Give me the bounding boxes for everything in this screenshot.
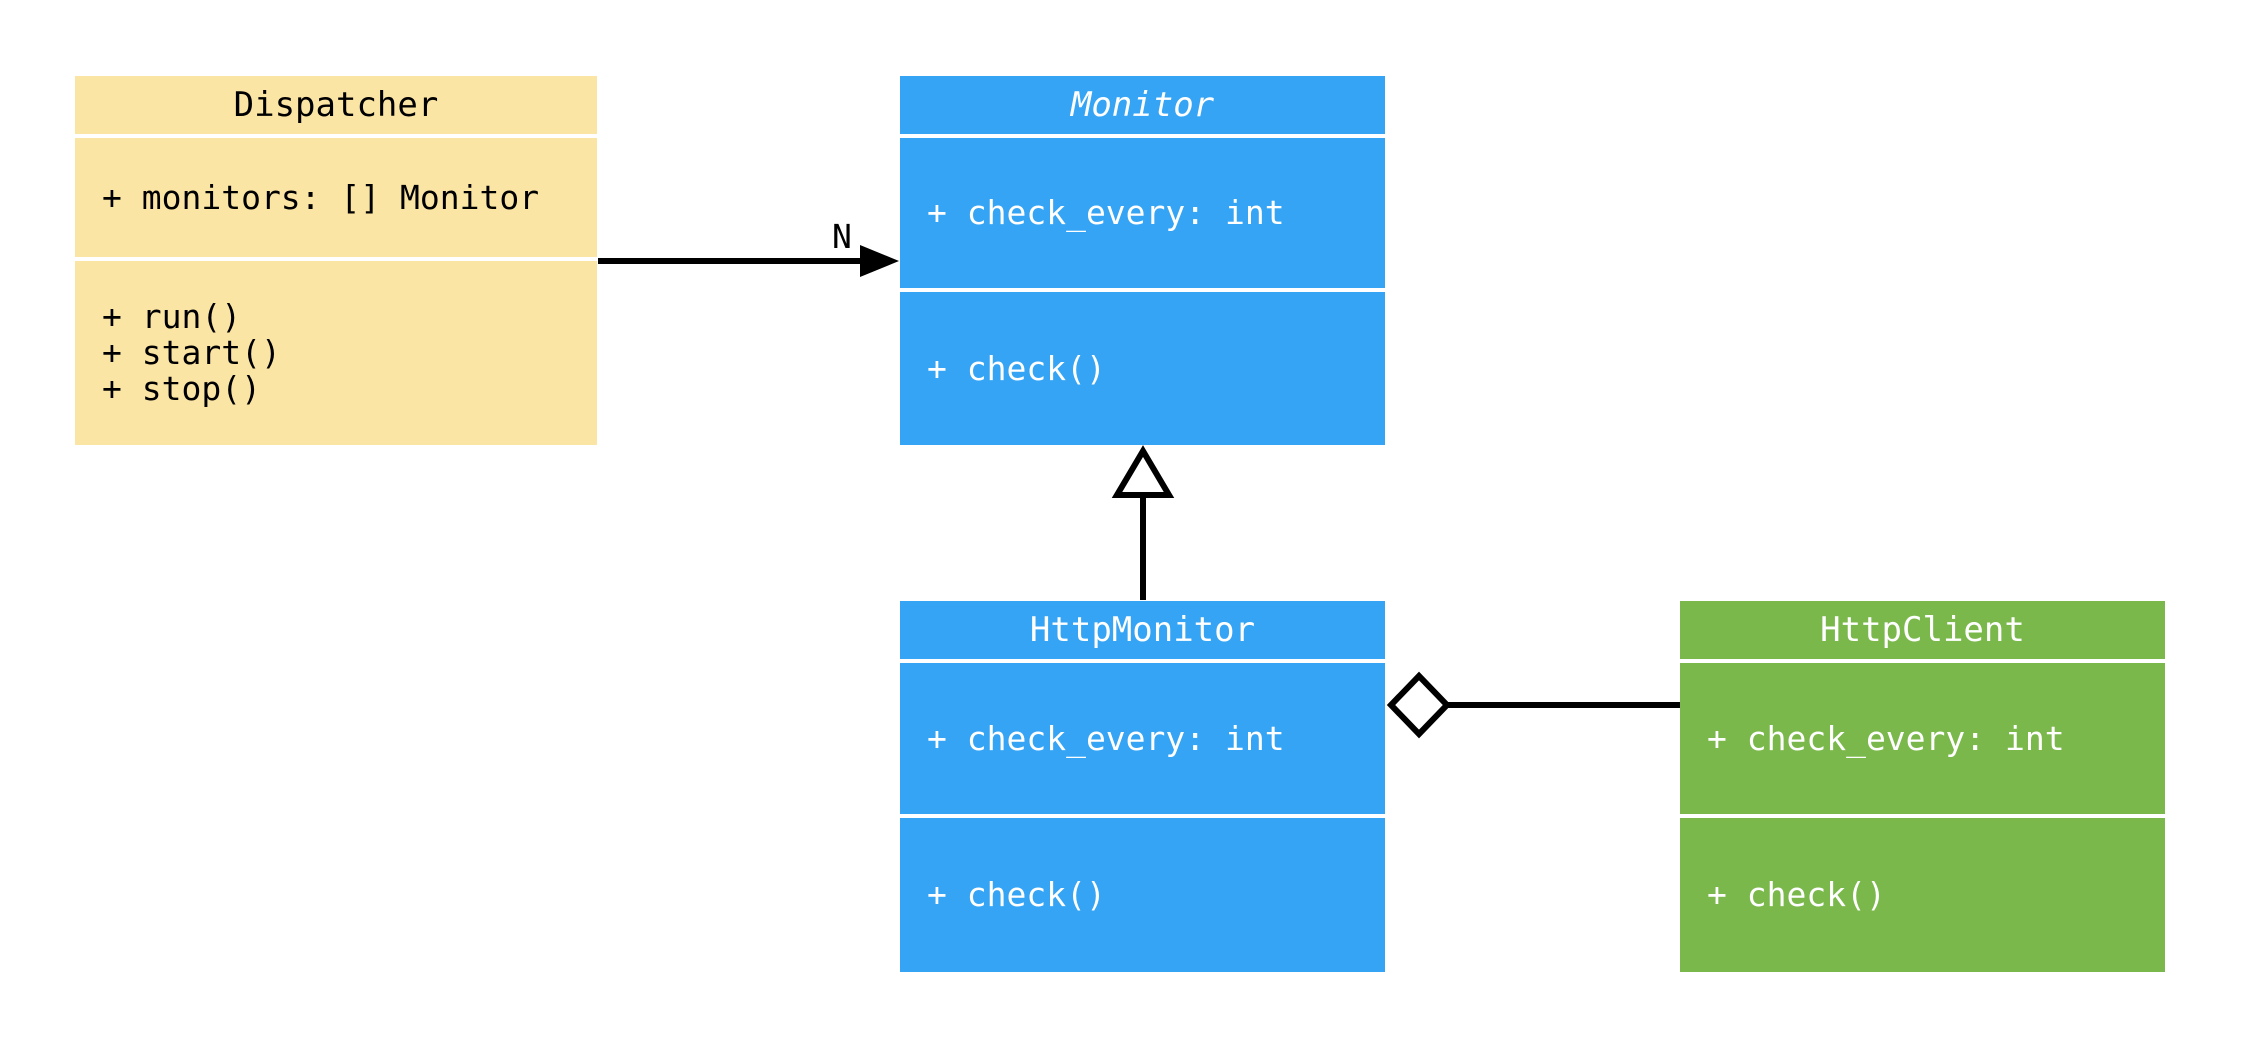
method-line: + check() — [927, 348, 1106, 388]
method-line: + stop() — [102, 369, 261, 408]
class-httpclient-methods: + check() — [1680, 818, 2165, 972]
hollow-triangle-arrowhead-icon — [1111, 445, 1175, 498]
method-line: + start() — [102, 333, 281, 372]
class-dispatcher: Dispatcher + monitors: [] Monitor + run(… — [75, 76, 597, 445]
attribute-line: + check_every: int — [927, 193, 1285, 232]
class-httpmonitor-title: HttpMonitor — [900, 601, 1385, 659]
attribute-line: + check_every: int — [1707, 718, 2065, 758]
class-httpclient: HttpClient + check_every: int + check() — [1680, 601, 2165, 972]
class-httpclient-attributes: + check_every: int — [1680, 663, 2165, 814]
attribute-line: + monitors: [] Monitor — [102, 177, 540, 217]
attribute-line: + check_every: int — [927, 718, 1285, 758]
method-line: + check() — [927, 875, 1106, 914]
filled-arrowhead-icon — [860, 245, 899, 277]
inheritance-edge-httpmonitor-to-monitor — [1111, 445, 1175, 600]
association-edge-dispatcher-to-monitor — [598, 245, 899, 277]
class-httpclient-title: HttpClient — [1680, 601, 2165, 659]
hollow-diamond-icon — [1386, 671, 1452, 739]
class-monitor-attributes: + check_every: int — [900, 138, 1385, 288]
class-httpmonitor-methods: + check() — [900, 818, 1385, 972]
class-dispatcher-methods: + run() + start() + stop() — [75, 261, 597, 445]
class-httpmonitor-attributes: + check_every: int — [900, 663, 1385, 814]
method-line: + run() — [102, 297, 242, 336]
class-dispatcher-attributes: + monitors: [] Monitor — [75, 138, 597, 257]
class-monitor-title: Monitor — [900, 76, 1385, 134]
association-multiplicity-label: N — [832, 217, 852, 256]
class-monitor-methods: + check() — [900, 292, 1385, 445]
class-dispatcher-title: Dispatcher — [75, 76, 597, 134]
method-line: + check() — [1707, 875, 1886, 914]
class-monitor: Monitor + check_every: int + check() — [900, 76, 1385, 445]
class-httpmonitor: HttpMonitor + check_every: int + check() — [900, 601, 1385, 972]
aggregation-edge-httpmonitor-to-httpclient — [1386, 671, 1680, 739]
